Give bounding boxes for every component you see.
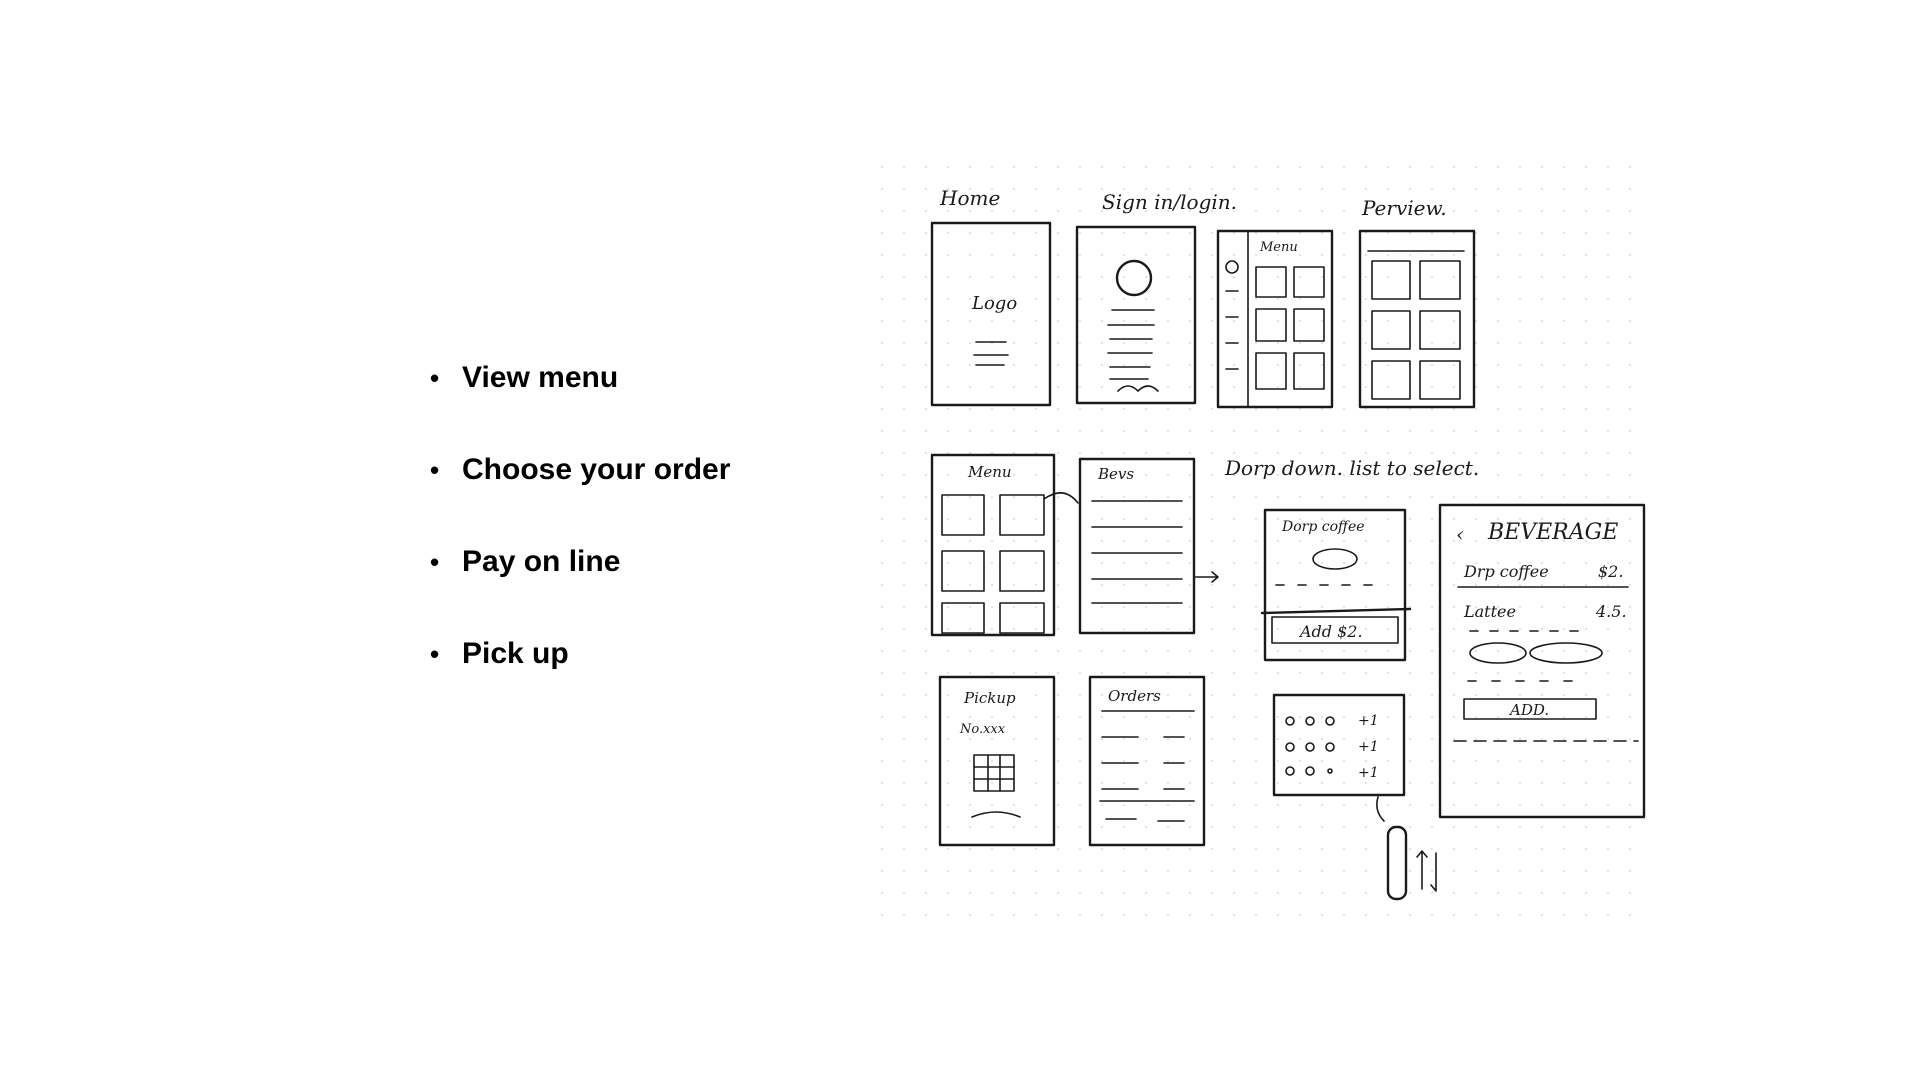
plus-one-label: +1 (1358, 765, 1379, 781)
orders-title: Orders (1108, 687, 1161, 705)
drip-popup-title: Dorp coffee (1281, 519, 1365, 535)
wireframe-signin (1075, 225, 1197, 405)
wireframe-sketch-drawing: Home Logo Sign in/login. Menu Perview. M… (880, 165, 1650, 925)
label-preview: Perview. (1361, 196, 1447, 220)
bullet-item: • View menu (430, 360, 730, 452)
drip-coffee-item: Drp coffee (1463, 562, 1549, 581)
wireframe-beverages (1078, 457, 1196, 635)
qr-code-sketch (973, 754, 1015, 792)
bullet-label: Choose your order (462, 453, 731, 486)
bullet-item: • Pick up (430, 636, 730, 728)
menu-grid (941, 494, 1045, 634)
menu-grid-sketch (1255, 266, 1325, 390)
plus-one-label: +1 (1358, 739, 1379, 755)
bullet-dot: • (430, 455, 440, 485)
feature-bullet-list: • View menu • Choose your order • Pay on li… (430, 360, 730, 728)
add-button-sketch (1463, 698, 1597, 720)
arrow-to-beverages (1043, 492, 1079, 504)
add-button-label: ADD. (1508, 701, 1549, 719)
latte-price: 4.5. (1595, 602, 1627, 621)
side-icon (1225, 260, 1239, 274)
social-login-sketch (1117, 385, 1159, 392)
bullet-item: • Choose your order (430, 452, 730, 544)
side-nav-sketch (1225, 290, 1239, 370)
wireframe-sketch: Home Logo Sign in/login. Menu Perview. M… (880, 165, 1650, 925)
menu-small-title: Menu (1259, 240, 1298, 255)
logo-placeholder: Logo (971, 293, 1017, 314)
order-list-lines (1099, 710, 1195, 822)
wireframe-preview (1358, 229, 1476, 409)
avatar-icon (1115, 259, 1153, 297)
order-number: No.xxx (959, 722, 1006, 737)
beverages-title: Bevs (1097, 465, 1134, 483)
wireframe-pickup (938, 675, 1056, 847)
beverage-title: BEVERAGE (1487, 520, 1618, 545)
scroll-arrows-sketch (1416, 850, 1437, 892)
wireframe-orders (1088, 675, 1206, 847)
bullet-dot: • (430, 639, 440, 669)
signin-fields-sketch (1107, 309, 1155, 380)
bullet-item: • Pay on line (430, 544, 730, 636)
vertical-stepper-sketch (1386, 825, 1408, 901)
plus-one-label: +1 (1358, 713, 1379, 729)
pickup-title: Pickup (963, 689, 1016, 707)
label-dropdown-note: Dorp down. list to select. (1224, 456, 1479, 480)
bullet-label: Pay on line (462, 545, 621, 578)
label-home: Home (939, 186, 1000, 210)
quantity-grid-circles (1285, 716, 1335, 776)
wireframe-menu (930, 453, 1056, 637)
add-popup-label: Add $2. (1298, 622, 1363, 641)
latte-item: Lattee (1463, 602, 1516, 621)
wireframe-drip-popup (1263, 508, 1407, 662)
add-popup-button (1271, 616, 1399, 644)
quantity-stepper-sketch (1312, 548, 1358, 570)
arrow-to-stepper (1376, 796, 1385, 822)
label-signin: Sign in/login. (1102, 190, 1237, 214)
bullet-label: Pick up (462, 637, 569, 670)
drip-coffee-price: $2. (1598, 562, 1623, 581)
latte-stepper (1529, 642, 1603, 664)
bullet-dot: • (430, 547, 440, 577)
home-buttons-sketch (973, 341, 1009, 366)
wireframe-quantity-grid (1272, 693, 1406, 797)
bullet-label: View menu (462, 361, 619, 394)
beverage-list-lines (1091, 500, 1183, 604)
wireframe-home (930, 221, 1052, 407)
arrow-to-dropdown (1193, 571, 1219, 583)
latte-stepper-selected (1469, 642, 1527, 664)
bullet-dot: • (430, 363, 440, 393)
menu-title: Menu (967, 463, 1012, 481)
wireframe-menu-small (1216, 229, 1334, 409)
back-arrow-icon: ‹ (1456, 522, 1464, 546)
wireframe-beverage-detail (1438, 503, 1646, 819)
preview-grid-sketch (1371, 260, 1461, 400)
